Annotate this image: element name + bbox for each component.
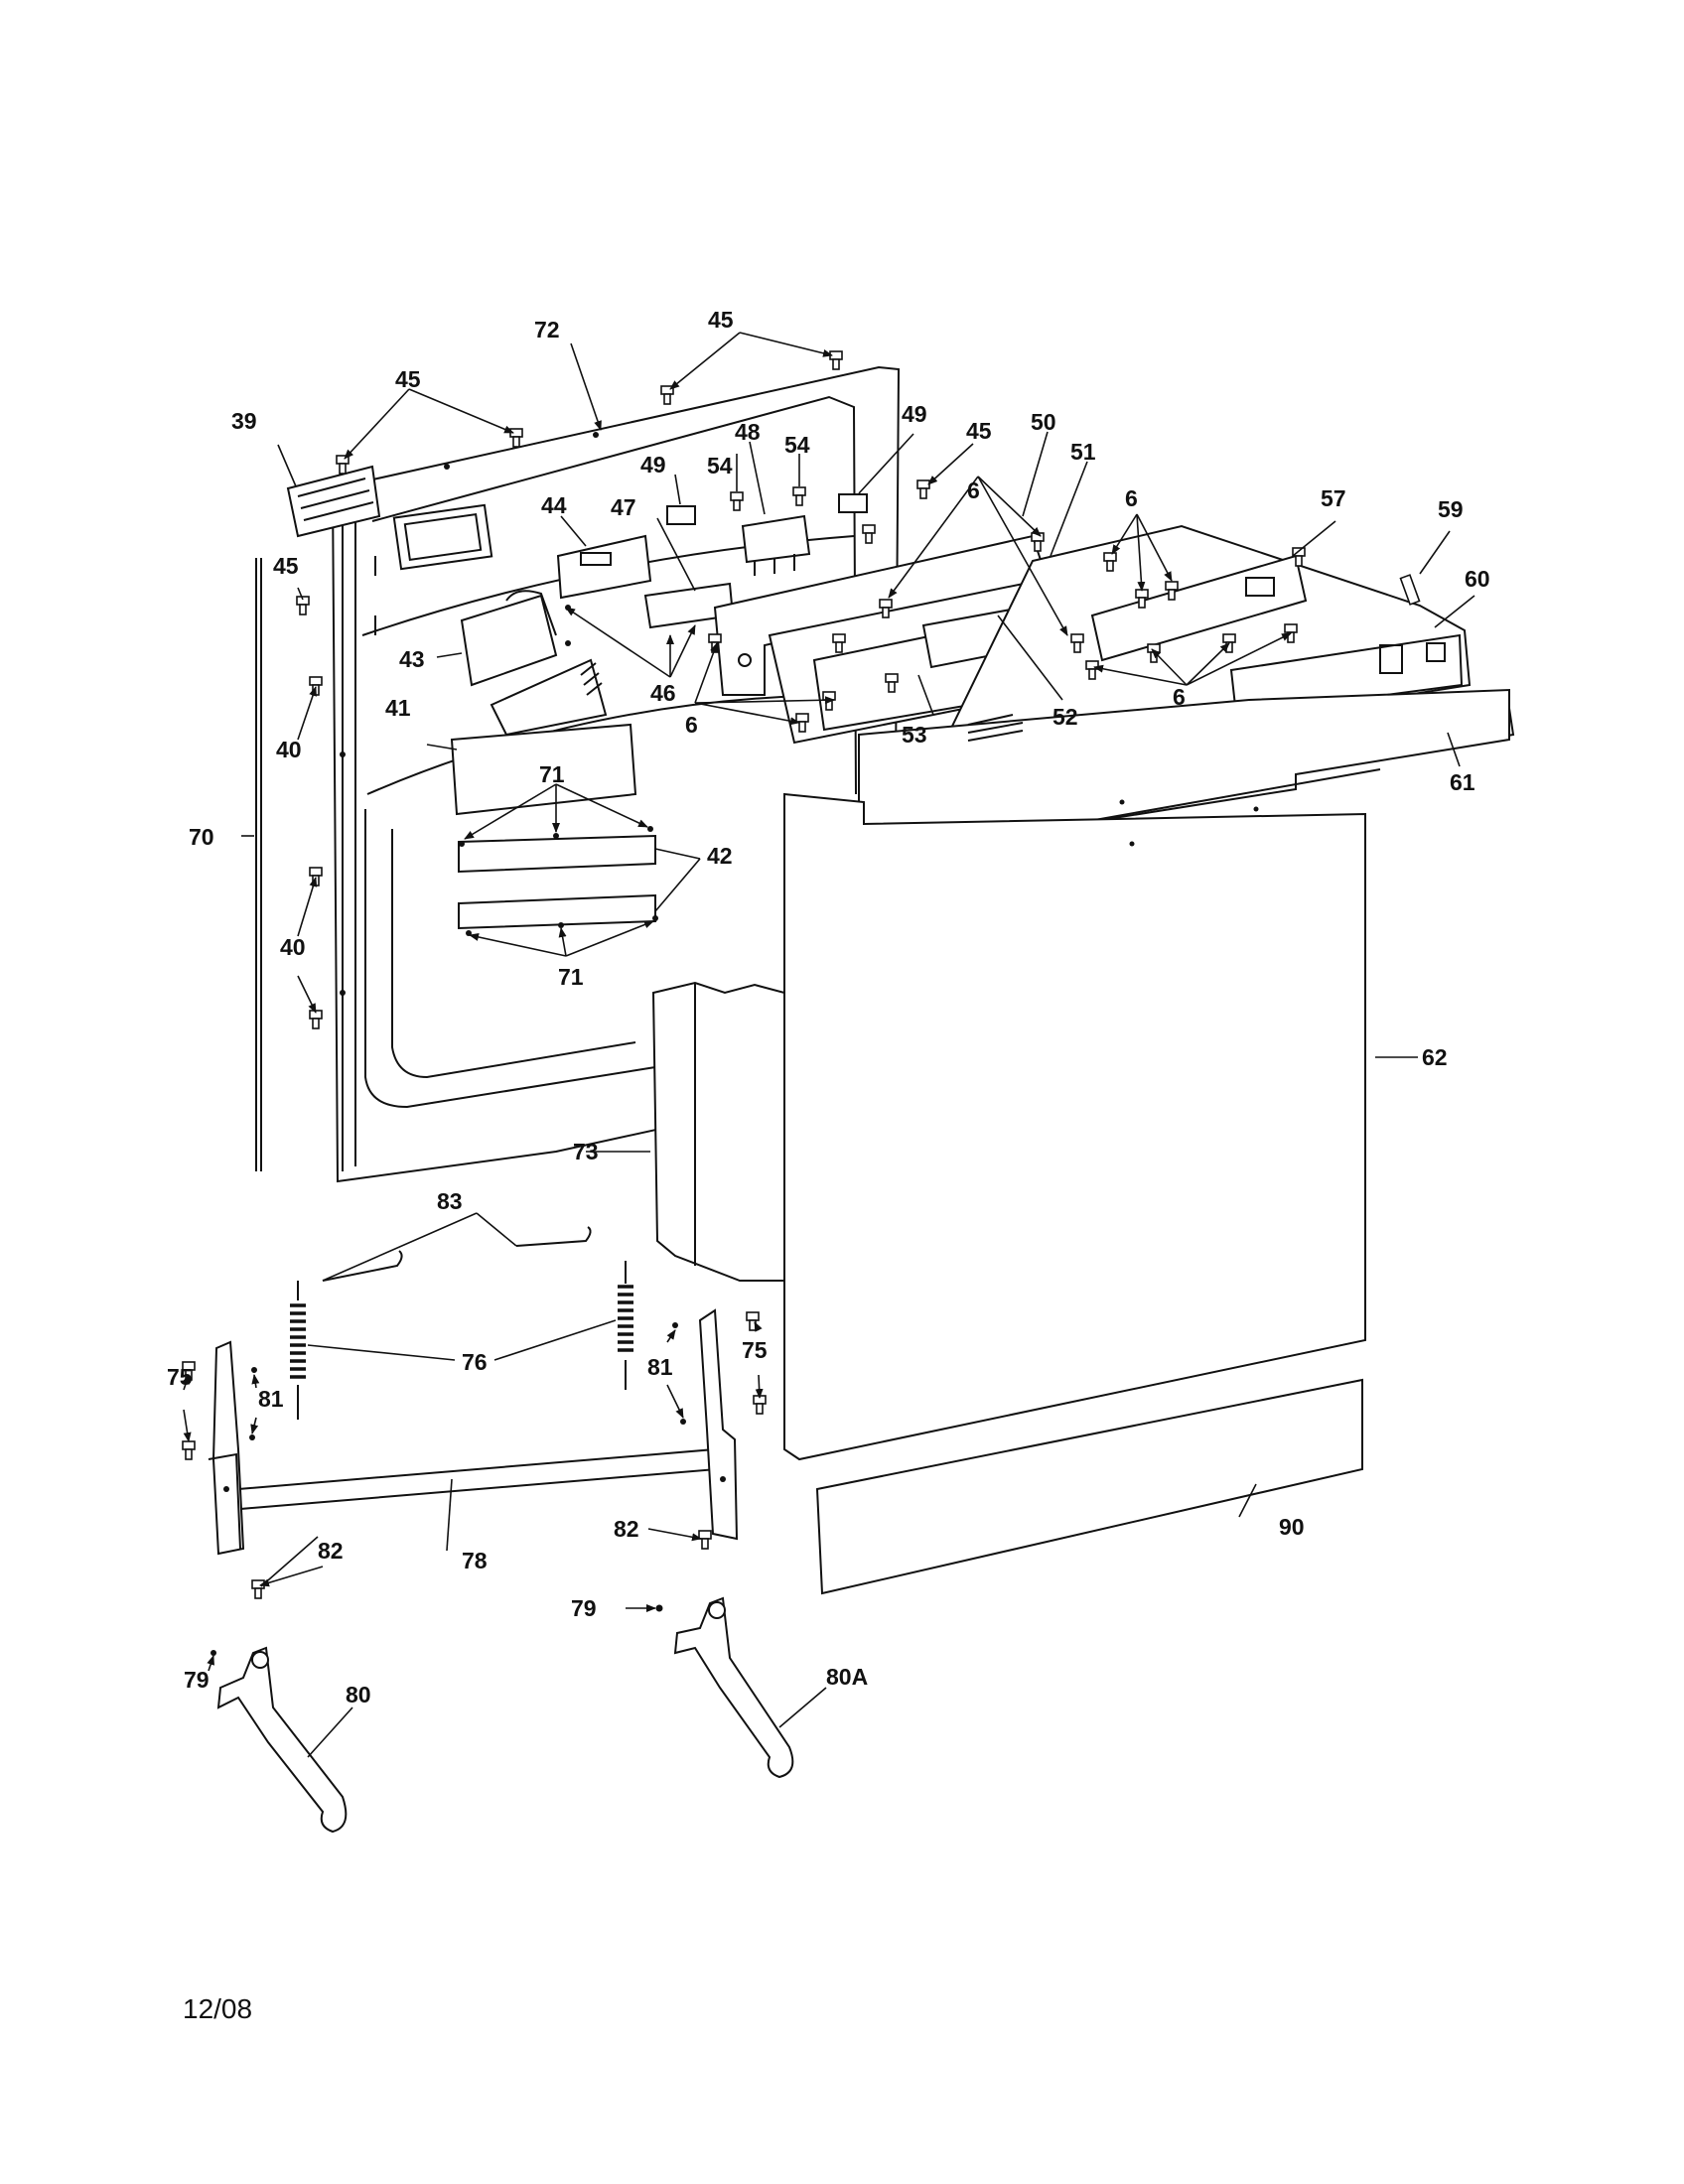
hinge-bracket-left xyxy=(208,1340,245,1556)
callout-label: 50 xyxy=(1031,409,1056,435)
hinge-rod xyxy=(236,1447,723,1511)
callout-label: 6 xyxy=(1173,684,1186,710)
callout-label: 39 xyxy=(231,408,257,434)
door-switches xyxy=(666,493,868,576)
membrane-keypad xyxy=(1229,633,1464,717)
hinge-bracket-right xyxy=(698,1308,739,1541)
callout-label: 49 xyxy=(640,452,666,478)
callout-label: 79 xyxy=(571,1595,597,1621)
callout-label: 41 xyxy=(385,695,411,721)
callout-label: 53 xyxy=(902,722,927,748)
callout-label: 60 xyxy=(1465,566,1490,592)
callout-label: 40 xyxy=(280,934,306,960)
outer-door-panel xyxy=(783,792,1366,1461)
callout-label: 72 xyxy=(534,317,560,342)
callout-label: 78 xyxy=(462,1548,488,1573)
callout-label: 59 xyxy=(1438,496,1464,522)
revision-date: 12/08 xyxy=(183,1993,253,2024)
callout-label: 48 xyxy=(735,419,761,445)
callout-label: 75 xyxy=(742,1337,768,1363)
callout-label: 80A xyxy=(826,1664,868,1690)
callout-label: 6 xyxy=(685,712,698,738)
callout-label: 54 xyxy=(707,453,733,478)
callout-label: 83 xyxy=(437,1188,463,1214)
callout-label: 82 xyxy=(318,1538,344,1564)
callout-label: 61 xyxy=(1450,769,1475,795)
callout-label: 73 xyxy=(573,1139,599,1164)
callout-label: 51 xyxy=(1070,439,1096,465)
callout-label: 45 xyxy=(273,553,299,579)
callout-label: 70 xyxy=(189,824,214,850)
callout-label: 90 xyxy=(1279,1514,1305,1540)
callout-label: 47 xyxy=(611,494,636,520)
fasteners xyxy=(182,350,1421,1656)
callout-label: 82 xyxy=(614,1516,639,1542)
keypad-board xyxy=(1090,554,1308,662)
callout-labels: 6 6 6 6 39 40 40 41 42 43 44 45 45 45 45… xyxy=(167,307,1490,1707)
callout-label: 81 xyxy=(647,1354,673,1380)
door-gasket xyxy=(255,558,262,1171)
callout-label: 80 xyxy=(346,1682,371,1707)
end-cap xyxy=(286,465,381,538)
callout-label: 45 xyxy=(395,366,421,392)
callout-label: 54 xyxy=(784,432,810,458)
callout-label: 45 xyxy=(966,418,992,444)
callout-label: 43 xyxy=(399,646,425,672)
hinge-left xyxy=(216,1646,348,1834)
callout-label: 44 xyxy=(541,492,567,518)
leader-lines xyxy=(182,332,1475,1758)
callout-label: 71 xyxy=(539,761,565,787)
callout-label: 71 xyxy=(558,964,584,990)
callout-label: 49 xyxy=(902,401,927,427)
callout-label: 42 xyxy=(707,843,733,869)
callout-label: 6 xyxy=(1125,485,1138,511)
callout-label: 6 xyxy=(967,478,980,503)
callout-label: 79 xyxy=(184,1667,210,1693)
callout-label: 45 xyxy=(708,307,734,333)
callout-label: 40 xyxy=(276,737,302,762)
toe-panel xyxy=(815,1378,1363,1595)
side-trim xyxy=(651,981,785,1282)
callout-label: 75 xyxy=(167,1364,193,1390)
door-springs xyxy=(290,1261,633,1420)
callout-label: 81 xyxy=(258,1386,284,1412)
callout-label: 57 xyxy=(1321,485,1346,511)
wire-brackets xyxy=(458,834,656,930)
hinge-right xyxy=(673,1596,794,1779)
callout-label: 52 xyxy=(1052,704,1078,730)
callout-label: 62 xyxy=(1422,1044,1448,1070)
rinse-aid-dispenser xyxy=(460,534,652,687)
callout-label: 46 xyxy=(650,680,676,706)
spring-hooks xyxy=(322,1226,592,1282)
detergent-dispenser xyxy=(450,658,637,816)
callout-label: 76 xyxy=(462,1349,488,1375)
